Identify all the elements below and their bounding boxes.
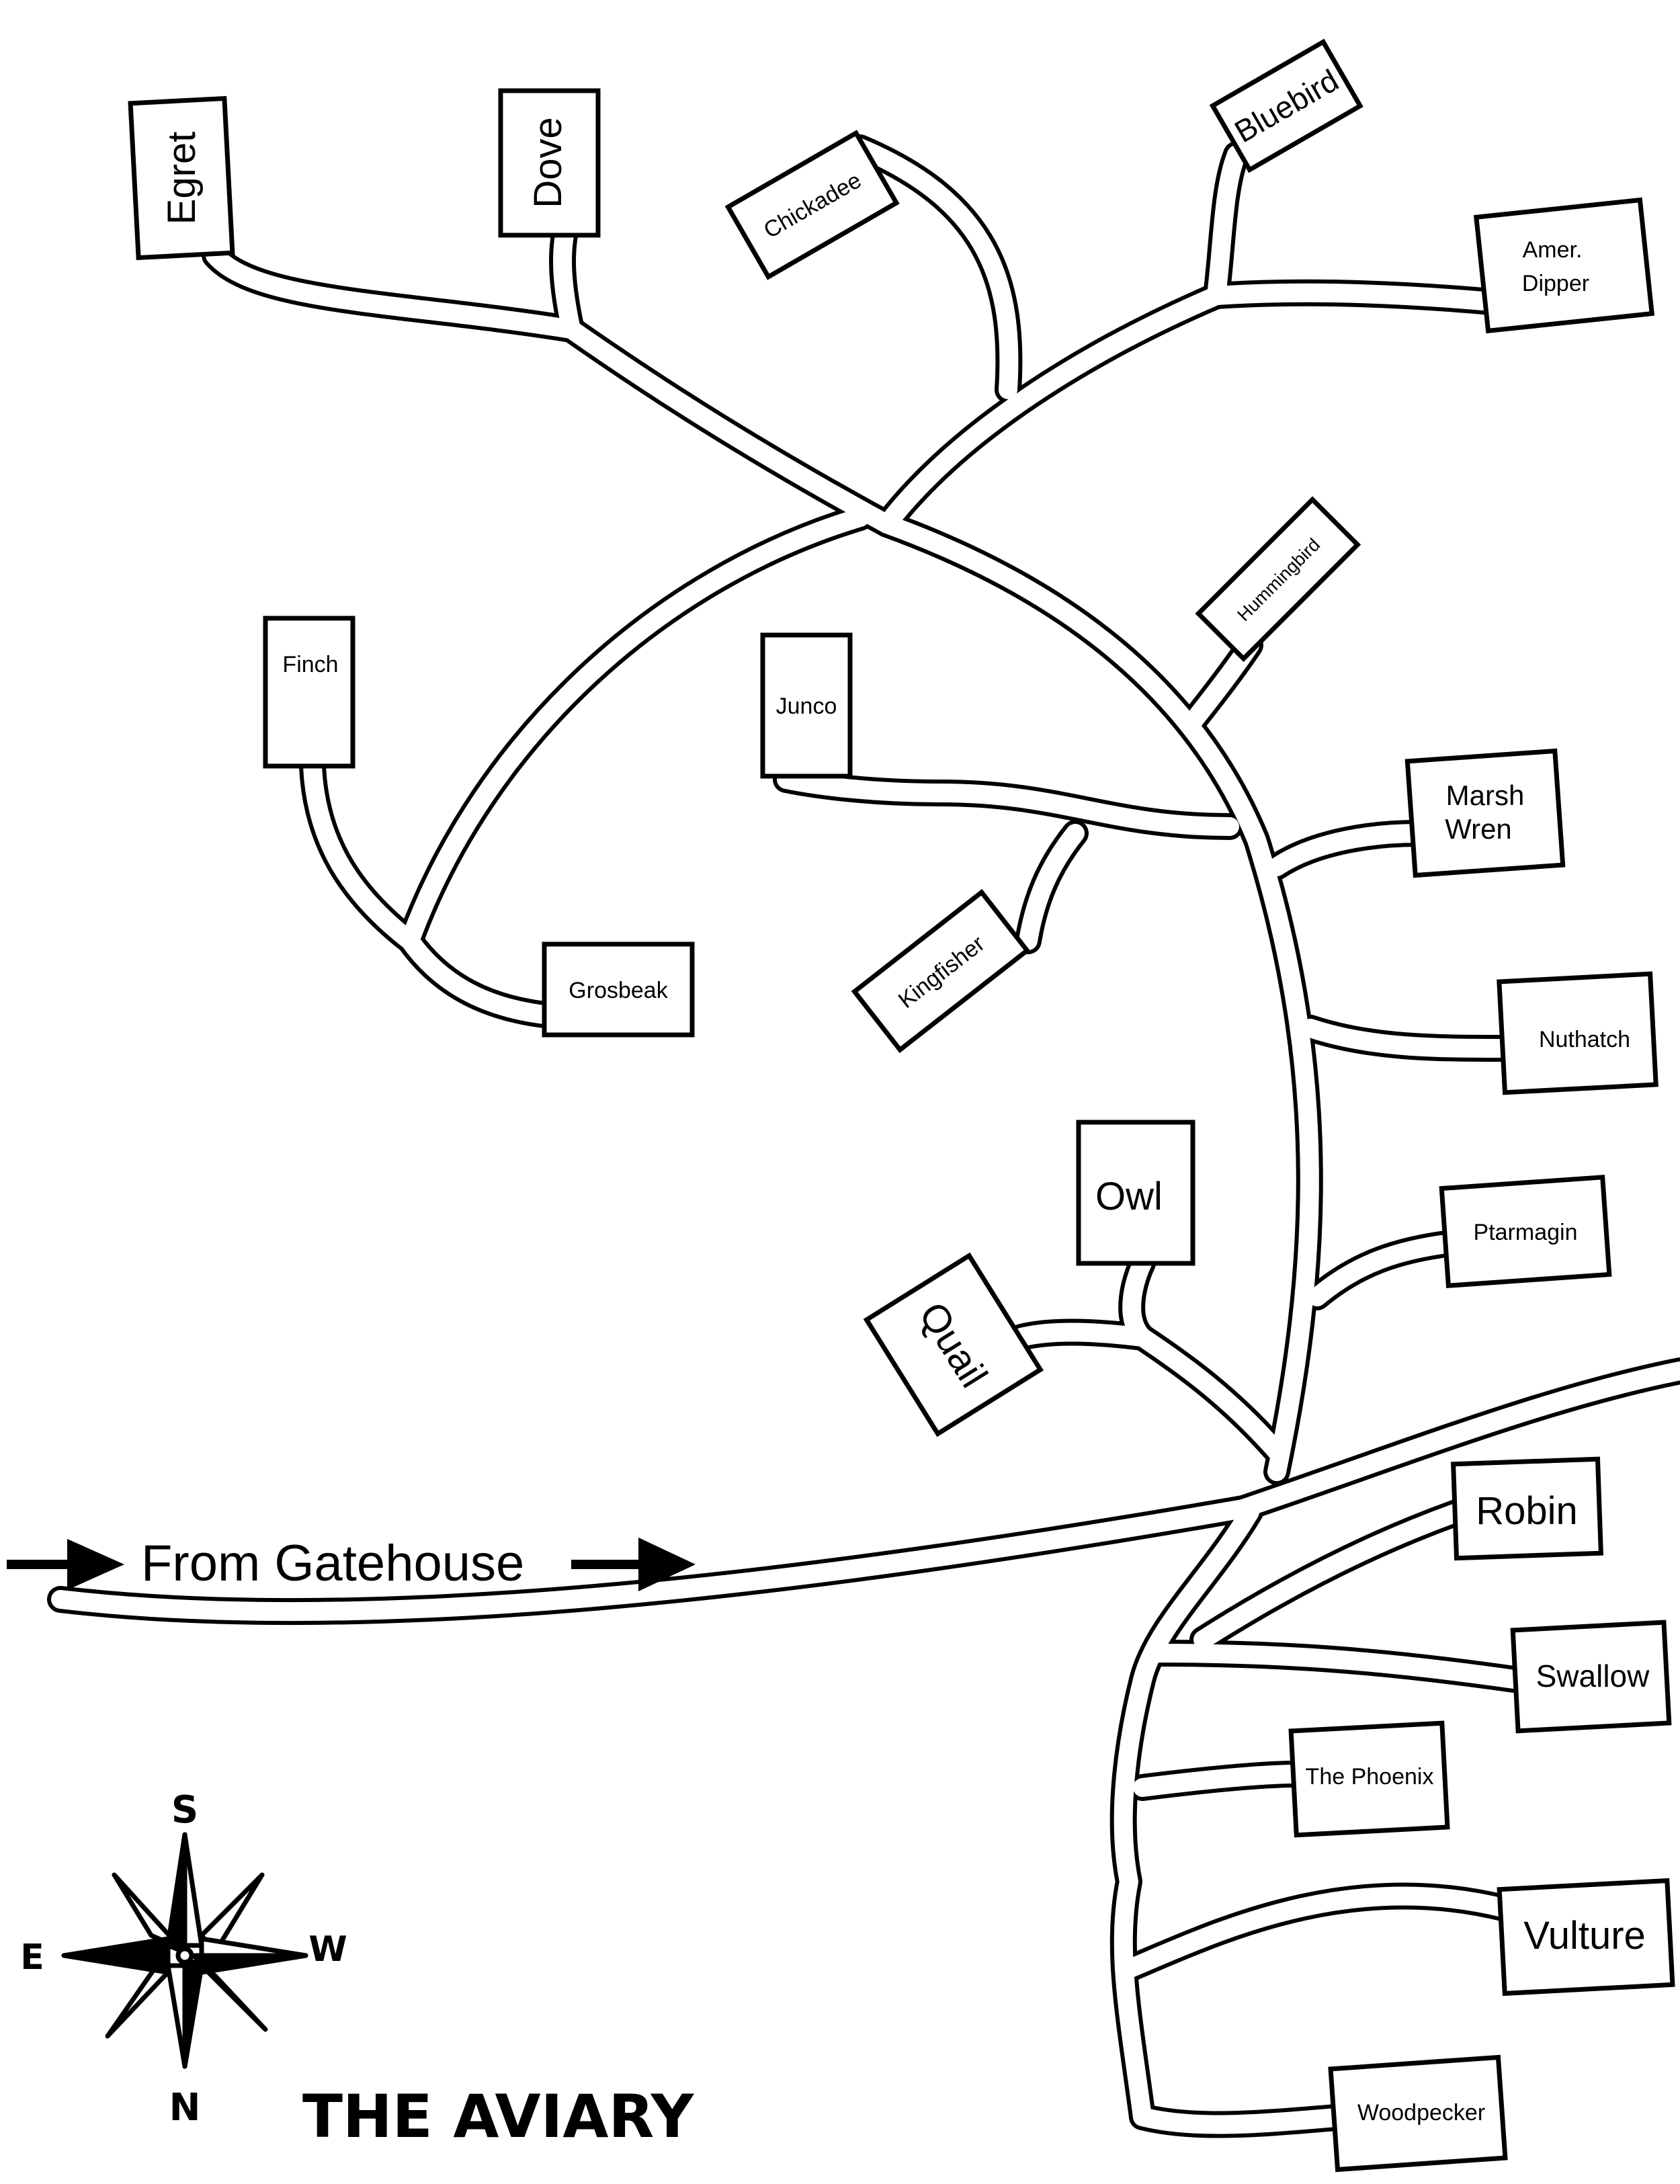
nuthatch-label: Nuthatch (1539, 1027, 1630, 1052)
compass-bottom-letter: N (169, 2086, 201, 2130)
location-nuthatch[interactable]: Nuthatch (1497, 971, 1658, 1095)
finch-label: Finch (282, 652, 338, 677)
amer-dipper-label-line1: Amer. (1523, 237, 1583, 263)
location-finch[interactable]: Finch (263, 616, 355, 769)
amer-dipper-label-line2: Dipper (1522, 271, 1589, 296)
location-grosbeak[interactable]: Grosbeak (542, 941, 695, 1038)
marsh-wren-label-line1: Marsh (1446, 780, 1525, 811)
location-hummingbird[interactable]: Hummingbird (1195, 496, 1361, 663)
ptarmagin-label: Ptarmagin (1474, 1220, 1578, 1245)
location-dove[interactable]: Dove (498, 88, 601, 238)
location-robin[interactable]: Robin (1451, 1456, 1603, 1561)
arrow-right-icon (571, 1538, 696, 1591)
owl-label: Owl (1095, 1175, 1163, 1218)
location-owl[interactable]: Owl (1076, 1120, 1195, 1266)
compass-left-letter: E (20, 1937, 44, 1978)
location-ptarmagin[interactable]: Ptarmagin (1439, 1175, 1612, 1288)
location-amer-dipper[interactable]: Amer. Dipper (1473, 197, 1655, 334)
entrance-marker: From Gatehouse (7, 1535, 696, 1592)
location-swallow[interactable]: Swallow (1510, 1620, 1672, 1734)
compass-icon (61, 1832, 308, 2069)
woodpecker-label: Woodpecker (1357, 2100, 1485, 2126)
location-vulture[interactable]: Vulture (1497, 1878, 1675, 1997)
grosbeak-label: Grosbeak (569, 978, 668, 1003)
location-junco[interactable]: Junco (760, 632, 853, 779)
junco-label: Junco (776, 694, 837, 719)
vulture-label: Vulture (1523, 1914, 1646, 1958)
compass-right-letter: W (308, 1929, 347, 1970)
robin-label: Robin (1476, 1489, 1578, 1533)
dove-label: Dove (526, 117, 570, 208)
the-phoenix-label: The Phoenix (1306, 1764, 1434, 1790)
location-kingfisher[interactable]: Kingfisher (851, 888, 1031, 1054)
location-the-phoenix[interactable]: The Phoenix (1288, 1720, 1450, 1838)
egret-label: Egret (160, 132, 204, 225)
swallow-label: Swallow (1536, 1658, 1650, 1693)
marsh-wren-label-line2: Wren (1445, 813, 1512, 845)
compass-top-letter: S (171, 1788, 198, 1832)
map-title: THE AVIARY (302, 2082, 694, 2151)
arrow-right-icon (7, 1539, 124, 1590)
location-woodpecker[interactable]: Woodpecker (1328, 2054, 1508, 2173)
location-egret[interactable]: Egret (128, 95, 235, 261)
compass-rose: S N E W (20, 1788, 347, 2130)
entrance-label: From Gatehouse (141, 1535, 524, 1592)
location-marsh-wren[interactable]: Marsh Wren (1404, 748, 1566, 878)
location-quail[interactable]: Quail (863, 1252, 1044, 1437)
location-chickadee[interactable]: Chickadee (724, 130, 900, 280)
